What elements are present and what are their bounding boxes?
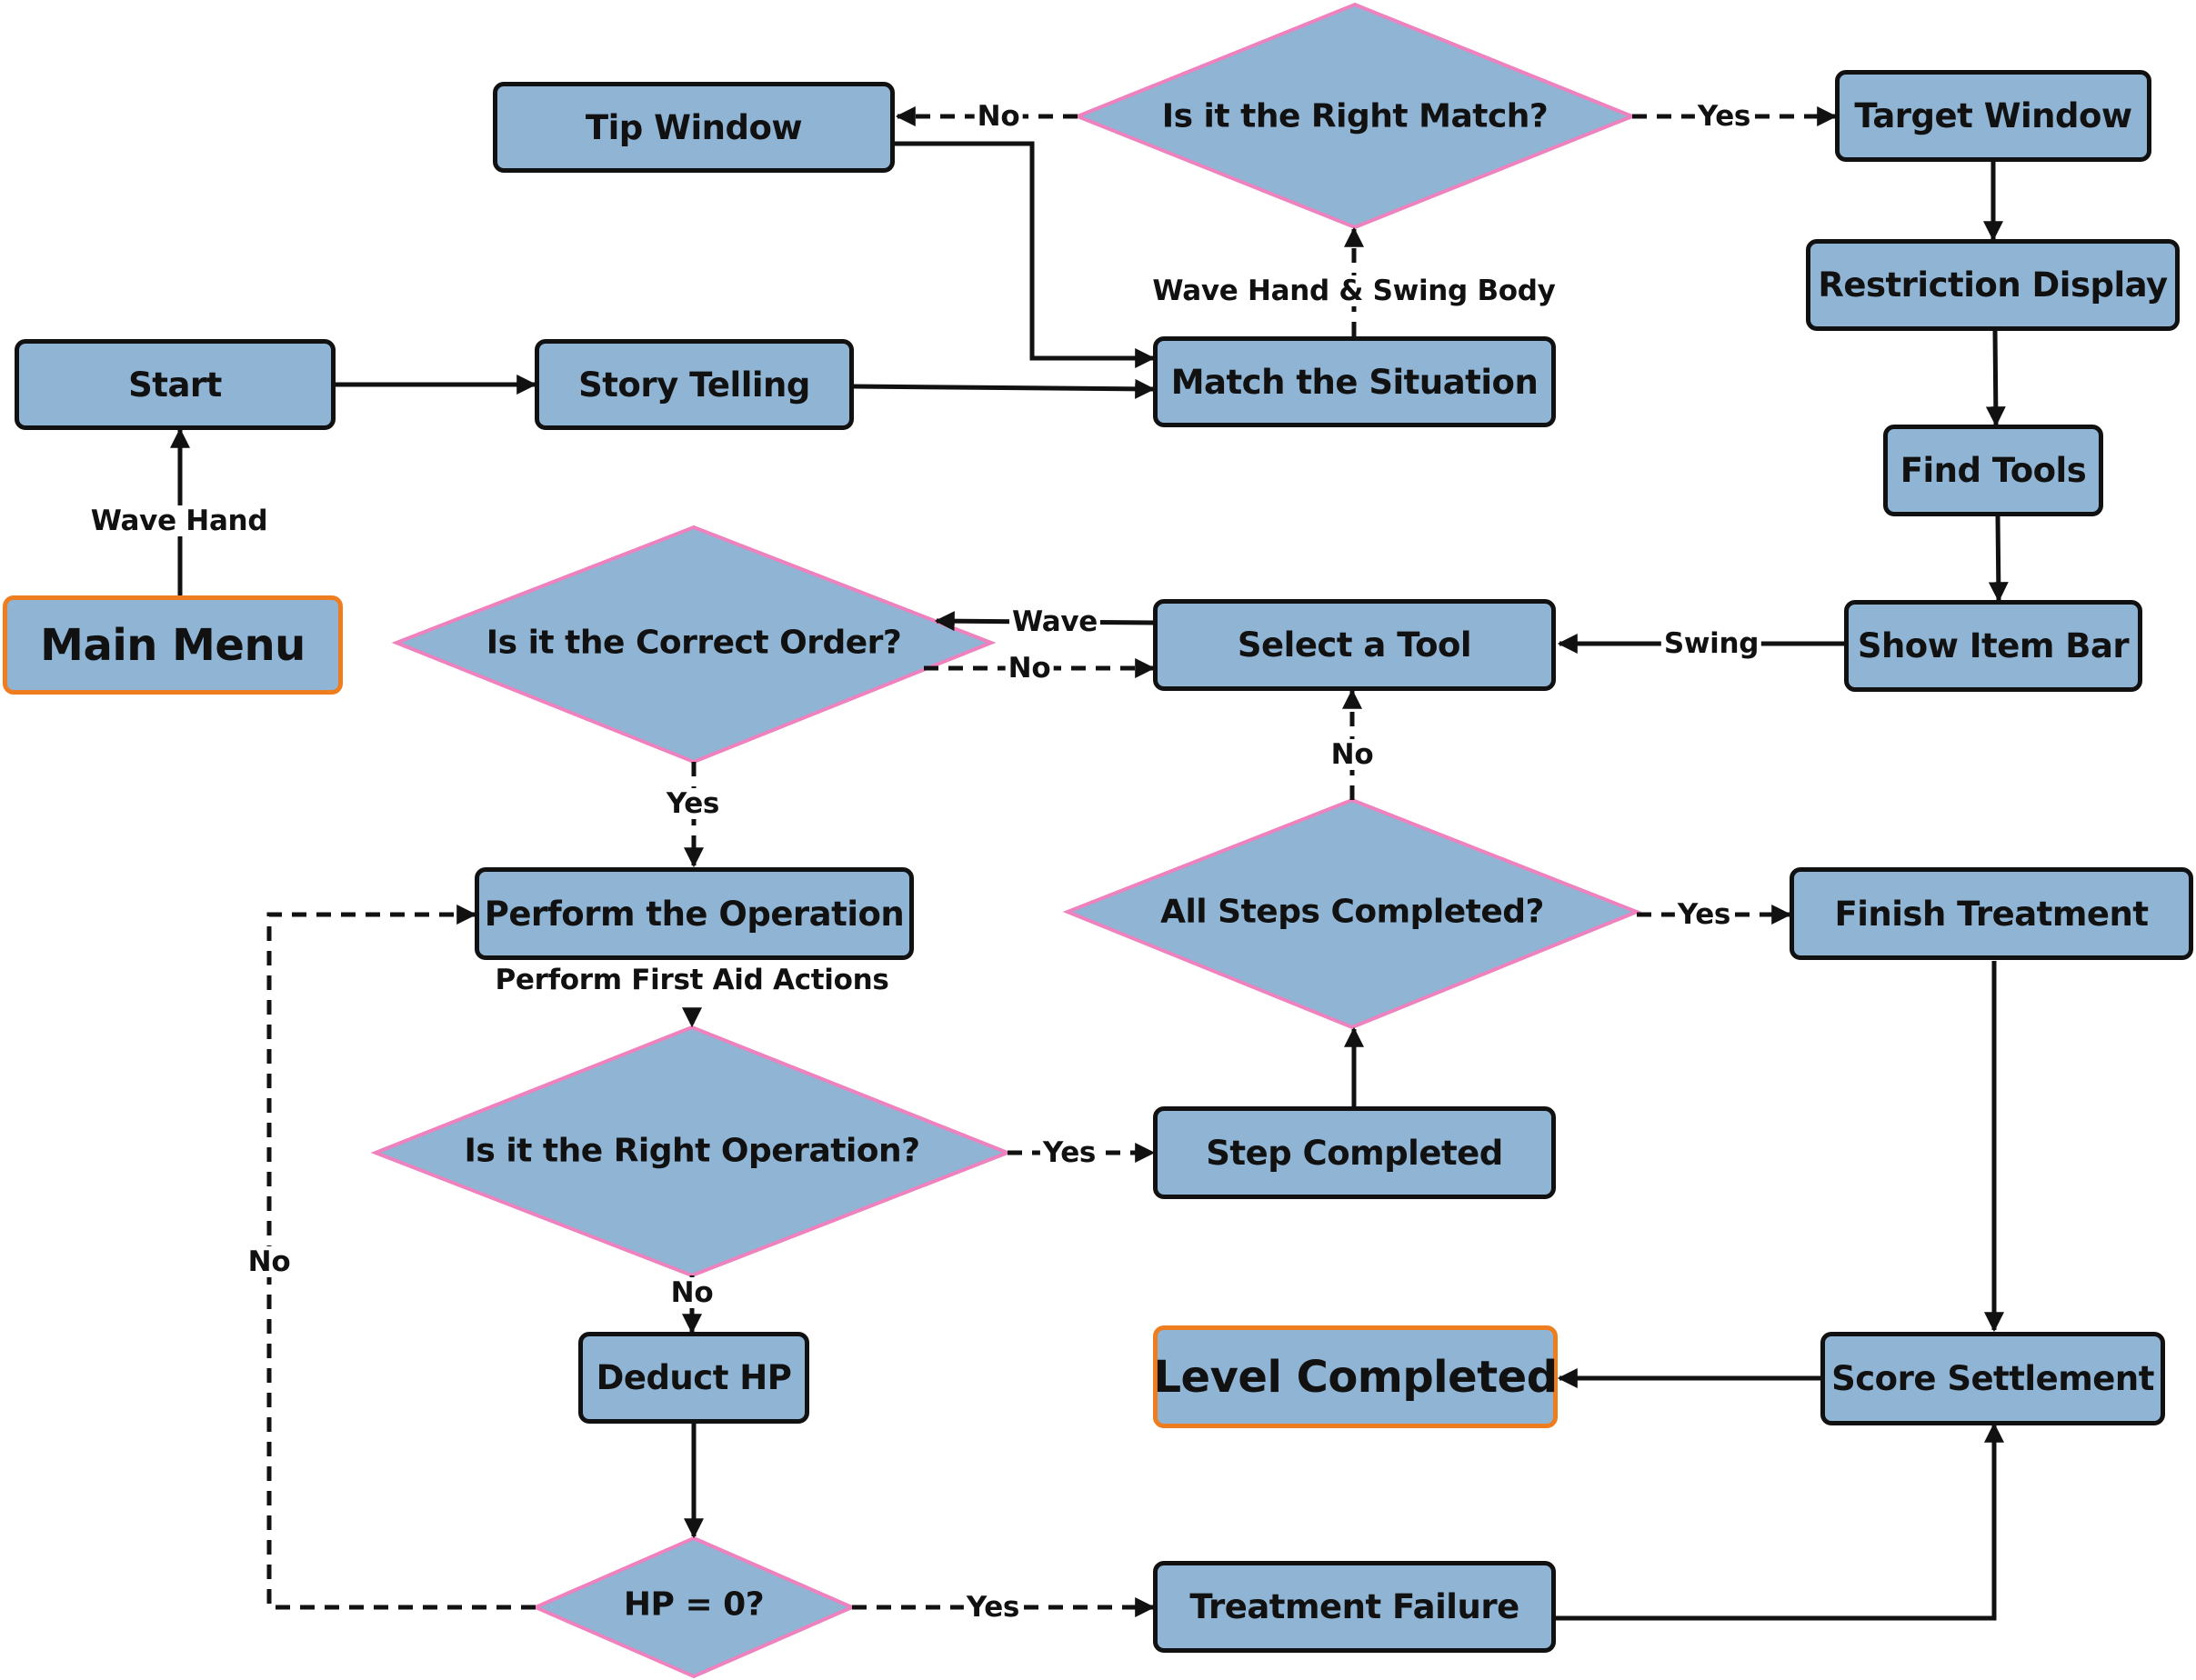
right-operation-diamond (370, 1025, 1013, 1278)
edge-label-swing: Swing (1660, 628, 1762, 659)
edge-find-to-show (1988, 515, 2009, 603)
score-settlement-node: Score Settlement (1820, 1332, 2165, 1425)
edge-label-operation-no: No (667, 1277, 717, 1308)
edge-label-match-no: No (974, 101, 1023, 132)
edge-hp-no (266, 905, 536, 1610)
story-telling-node: Story Telling (535, 339, 854, 430)
deduct-hp-node: Deduct HP (578, 1332, 809, 1424)
edge-label-order-yes: Yes (663, 788, 723, 819)
edge-label-wave: Wave (1008, 606, 1101, 637)
show-item-bar-node: Show Item Bar (1844, 600, 2142, 692)
all-steps-diamond (1062, 797, 1642, 1030)
tip-window-node: Tip Window (493, 82, 895, 173)
treatment-failure-node: Treatment Failure (1153, 1561, 1556, 1653)
main-menu-node: Main Menu (3, 595, 343, 695)
finish-treatment-node: Finish Treatment (1790, 867, 2193, 960)
edge-label-wave-hand-swing-body: Wave Hand & Swing Body (1149, 275, 1559, 306)
edge-failure-to-score (1555, 1422, 2004, 1621)
edge-label-order-no: No (1005, 653, 1054, 684)
edge-label-hp-no: No (245, 1246, 294, 1277)
edge-label-steps-yes: Yes (1674, 899, 1734, 930)
edge-label-wave-hand: Wave Hand (87, 505, 271, 536)
level-completed-node: Level Completed (1153, 1325, 1558, 1428)
edge-label-operation-yes: Yes (1039, 1137, 1099, 1168)
edge-restriction-to-find (1985, 329, 2006, 427)
edge-label-hp-yes: Yes (963, 1592, 1023, 1623)
match-situation-node: Match the Situation (1153, 336, 1556, 427)
hp-zero-diamond (531, 1535, 857, 1679)
step-completed-node: Step Completed (1153, 1106, 1556, 1199)
edge-tip-to-match (893, 141, 1156, 368)
edge-label-steps-no: No (1328, 739, 1377, 770)
right-match-diamond (1072, 2, 1638, 230)
edge-story-to-match (851, 378, 1156, 399)
target-window-node: Target Window (1835, 70, 2151, 162)
edge-label-first-aid: Perform First Aid Actions (492, 965, 892, 995)
perform-operation-node: Perform the Operation (475, 867, 914, 960)
start-node: Start (15, 339, 336, 430)
edge-label-match-yes: Yes (1694, 101, 1754, 132)
select-tool-node: Select a Tool (1153, 599, 1556, 691)
correct-order-diamond (391, 525, 997, 765)
find-tools-node: Find Tools (1883, 425, 2103, 516)
restriction-display-node: Restriction Display (1806, 239, 2180, 331)
